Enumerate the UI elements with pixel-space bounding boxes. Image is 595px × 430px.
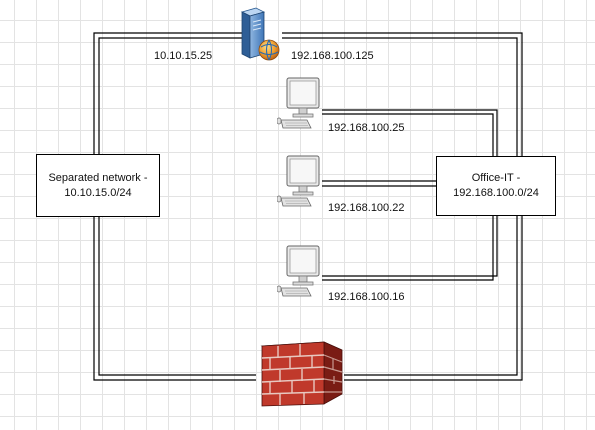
separated-network-title: Separated network - <box>48 171 148 184</box>
pc3-connector-a <box>322 216 498 277</box>
office-it-network-box[interactable]: Office-IT - 192.168.100.0/24 <box>436 156 556 216</box>
pc2-ip-label: 192.168.100.22 <box>328 202 405 214</box>
desktop-computer-icon[interactable] <box>276 76 325 132</box>
server-ip-left: 10.10.15.25 <box>154 50 213 62</box>
pc1-connector-a <box>322 109 498 158</box>
server-globe-icon[interactable] <box>238 6 286 62</box>
desktop-computer-icon[interactable] <box>276 244 325 300</box>
separated-network-box[interactable]: Separated network - 10.10.15.0/24 <box>36 154 160 217</box>
separated-network-subnet: 10.10.15.0/24 <box>64 186 132 199</box>
pc1-connector-b <box>322 113 494 158</box>
office-it-network-title: Office-IT - <box>471 172 521 184</box>
firewall-brick-icon[interactable] <box>254 334 348 410</box>
pc3-ip-label: 192.168.100.16 <box>328 291 405 303</box>
pc1-ip-label: 192.168.100.25 <box>328 122 405 134</box>
pc3-connector-b <box>322 216 494 281</box>
desktop-computer-icon[interactable] <box>276 154 325 210</box>
office-it-network-subnet: 192.168.100.0/24 <box>453 187 539 199</box>
server-ip-right: 192.168.100.125 <box>291 50 374 62</box>
